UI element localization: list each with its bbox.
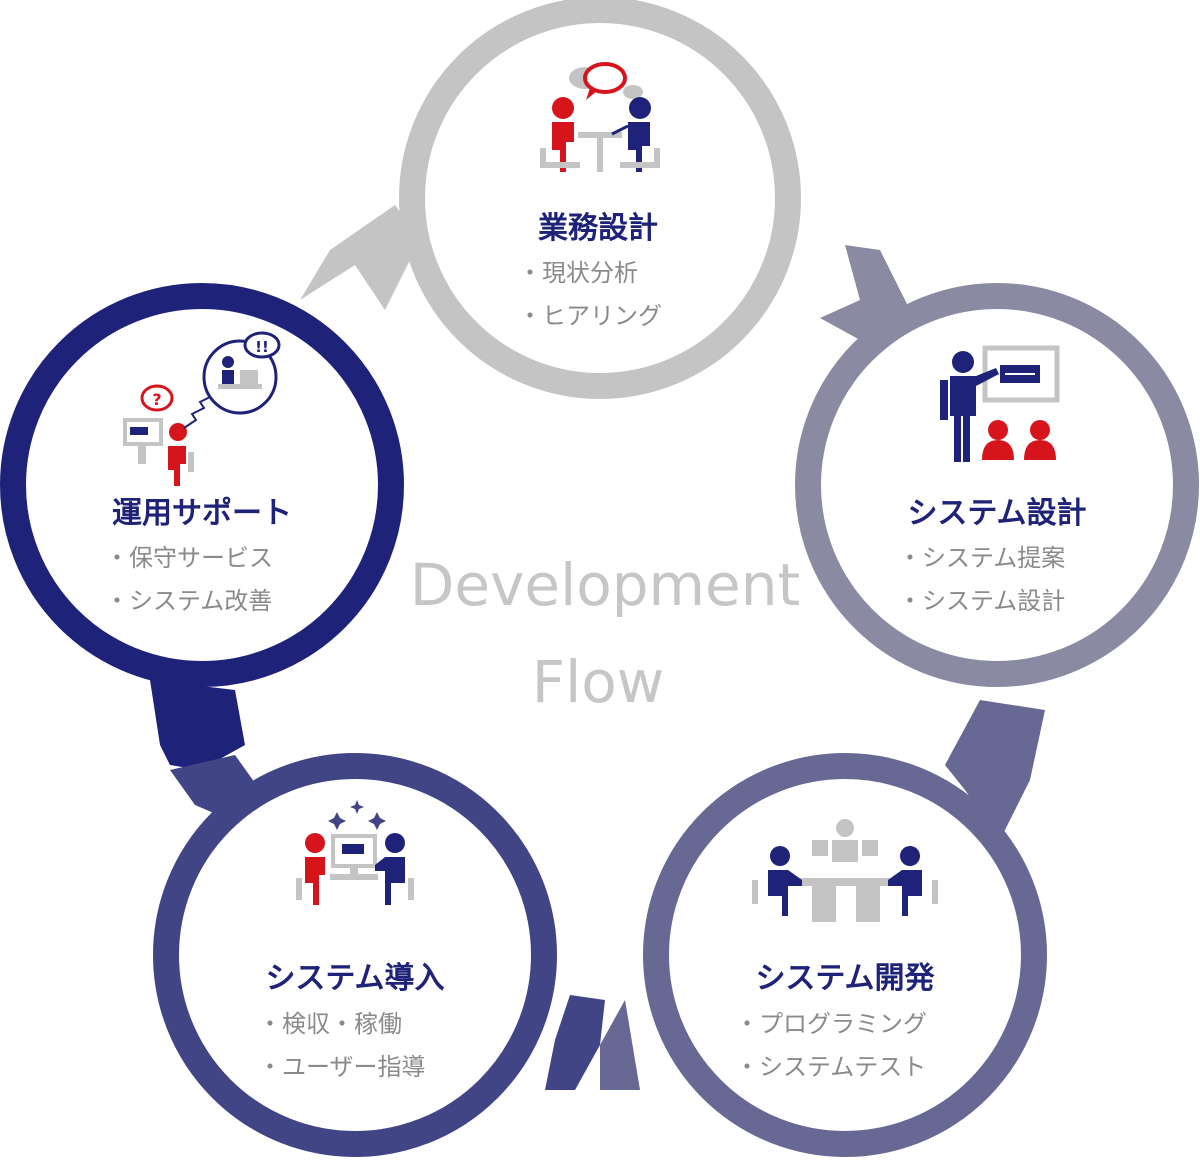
presentation-icon <box>940 345 1060 462</box>
arrow-gray <box>300 205 420 310</box>
step-item: ・ユーザー指導 <box>258 1053 426 1081</box>
circle-requirements <box>399 0 801 399</box>
step-item: ・システム改善 <box>105 587 272 615</box>
step-title: システム設計 <box>907 496 1086 531</box>
meeting-consultation-icon <box>540 62 660 172</box>
step-support: ? !! 運用サポート ・保守サービス ・システム改善 <box>105 331 292 615</box>
circle-system-design <box>795 283 1199 687</box>
development-team-icon <box>752 819 938 922</box>
center-title-line2: Flow <box>532 648 664 716</box>
step-title: システム導入 <box>265 961 444 996</box>
step-system-design: システム設計 ・システム提案 ・システム設計 <box>898 345 1087 615</box>
arrow-indigo-body <box>545 995 605 1090</box>
circle-development <box>643 753 1047 1157</box>
step-introduction: システム導入 ・検収・稼働 ・ユーザー指導 <box>258 800 445 1081</box>
circle-support <box>0 283 404 687</box>
step-requirements: 業務設計 ・現状分析 ・ヒアリング <box>518 62 662 330</box>
flow-arrows <box>150 205 1045 1090</box>
step-item: ・現状分析 <box>518 259 638 287</box>
support-call-icon: ? !! <box>123 331 281 486</box>
step-item: ・保守サービス <box>105 544 273 572</box>
step-item: ・システム提案 <box>898 544 1065 572</box>
circle-introduction <box>153 753 557 1157</box>
step-item: ・システム設計 <box>898 587 1065 615</box>
step-title: 業務設計 <box>538 211 658 246</box>
center-title-line1: Development <box>410 551 800 619</box>
step-item: ・ヒアリング <box>518 302 662 330</box>
arrow-indigo <box>600 1000 640 1090</box>
step-item: ・システムテスト <box>735 1053 926 1081</box>
step-development: システム開発 ・プログラミング ・システムテスト <box>735 819 938 1081</box>
svg-text:?: ? <box>152 390 161 409</box>
step-item: ・プログラミング <box>735 1010 927 1038</box>
step-title: システム開発 <box>755 961 935 996</box>
step-item: ・検収・稼働 <box>258 1010 402 1038</box>
system-introduction-icon <box>296 800 414 905</box>
arrow-navy <box>150 680 245 770</box>
step-title: 運用サポート <box>112 496 292 531</box>
arrow-indigo-light <box>945 700 1045 840</box>
svg-text:!!: !! <box>255 338 269 356</box>
